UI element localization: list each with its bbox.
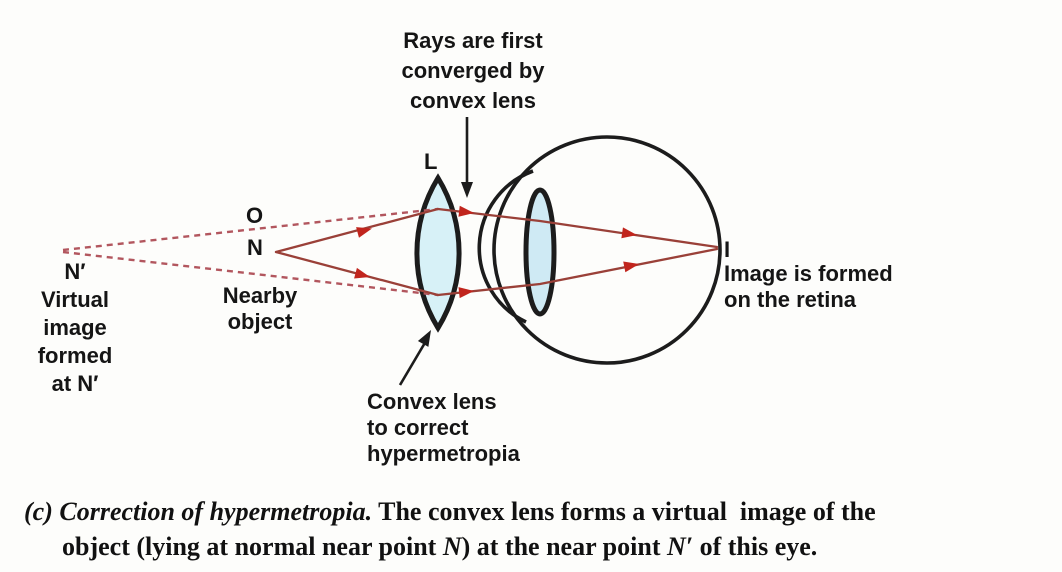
caption-line-1: (c) Correction of hypermetropia. The con… (24, 494, 1054, 529)
ray-arrowhead-icon (623, 261, 639, 273)
caption-figure-label: (c) (24, 497, 60, 526)
caption-body-2: object (lying at normal near point (62, 532, 443, 561)
figure-caption: (c) Correction of hypermetropia. The con… (24, 494, 1054, 564)
caption-n-symbol: N (442, 532, 462, 561)
point-i-label: I (724, 237, 731, 262)
cornea-outline (477, 169, 534, 324)
point-o-label: O (246, 203, 264, 228)
virtual-ray-upper-dashed (62, 207, 439, 252)
virtual-ray-lower-dashed (62, 250, 439, 297)
point-n-label: N (247, 235, 263, 260)
lens-annotation-arrow-line (398, 340, 428, 386)
ray-arrowhead-icon (621, 227, 637, 239)
down-arrow-icon (461, 182, 473, 198)
caption-body-4: of this eye. (693, 532, 818, 561)
ray-arrowhead-icon (354, 267, 370, 279)
caption-nprime-symbol: N′ (666, 532, 694, 561)
top-annotation-note: Rays are first converged by convex lens (401, 28, 545, 113)
nearby-object-note: Nearby object (222, 283, 298, 334)
caption-title: Correction of hypermetropia. (59, 497, 373, 526)
retina-note: Image is formed on the retina (724, 261, 893, 312)
caption-body-3: ) at the near point (461, 532, 667, 561)
caption-body-1: The convex lens forms a virtual image of… (372, 497, 876, 526)
corrective-convex-lens (414, 173, 462, 333)
caption-line-2: object (lying at normal near point N) at… (24, 529, 1054, 564)
convex-lens-note: Convex lens to correct hypermetropia (367, 389, 520, 466)
eyeball-outline (492, 135, 722, 365)
lens-letter-label: L (424, 149, 438, 174)
ray-arrowhead-icon (458, 205, 474, 217)
ray-arrowhead-icon (356, 227, 372, 238)
virtual-image-note: N′ Virtual image formed at N′ (37, 259, 113, 396)
up-right-arrow-icon (417, 330, 431, 347)
eye-lens (523, 187, 557, 317)
ray-arrowhead-icon (458, 287, 474, 299)
